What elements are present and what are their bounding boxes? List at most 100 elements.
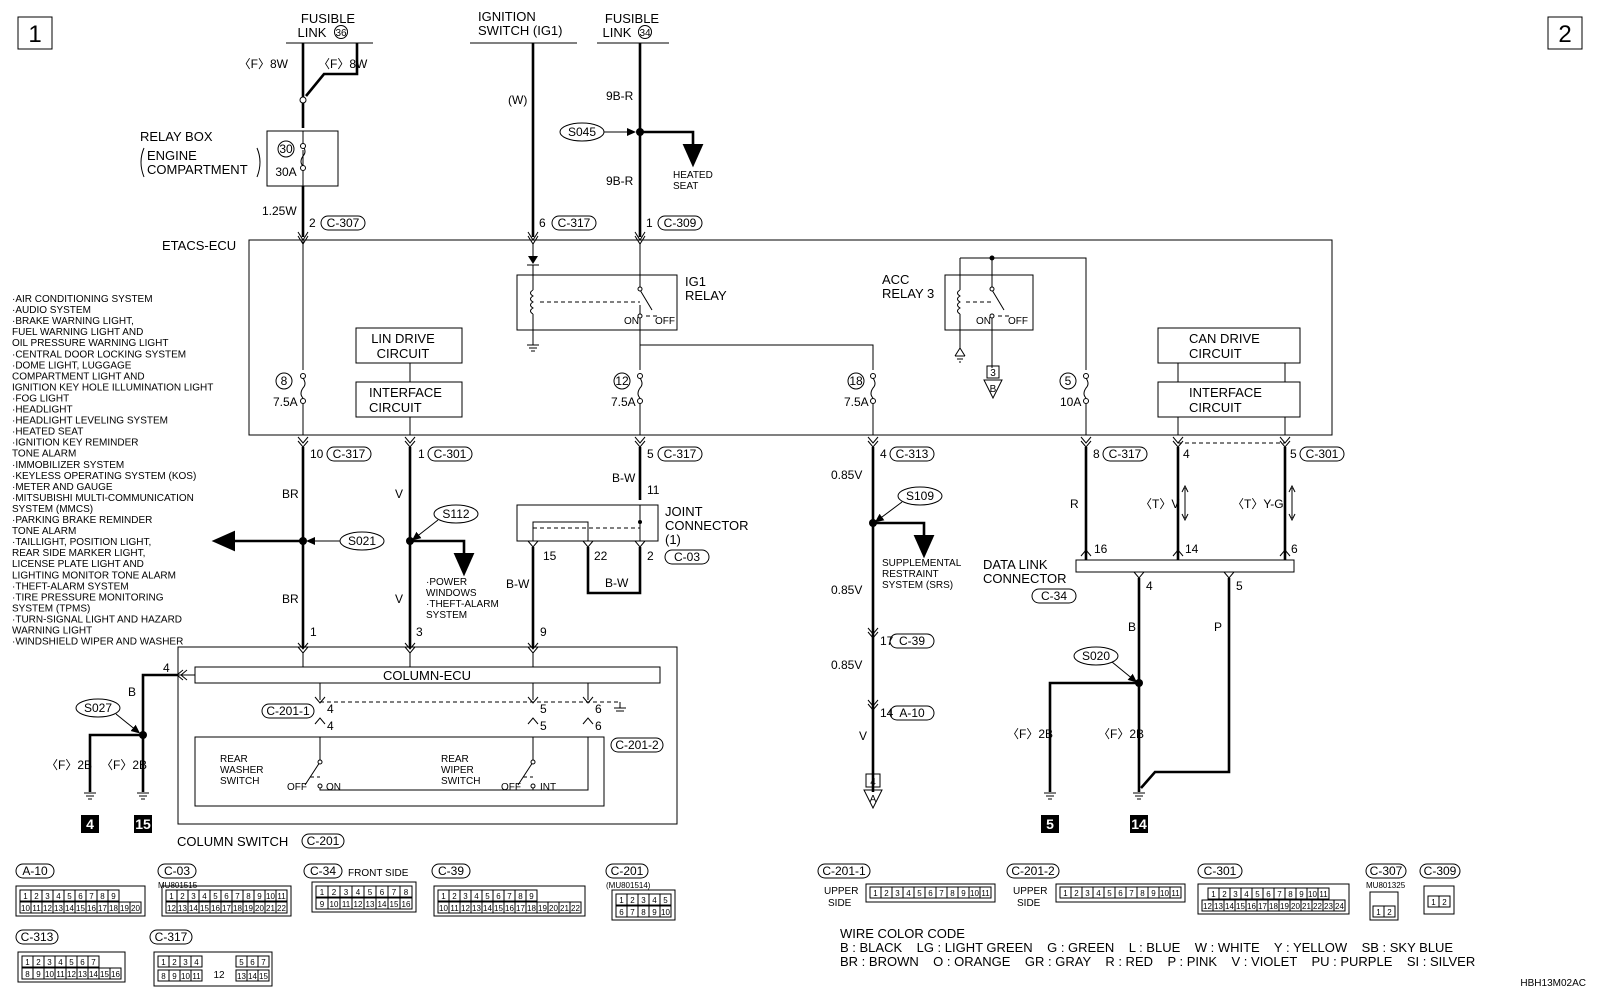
connector-tag-c307: C-307 (320, 215, 366, 231)
A-10-pin: 6 (78, 892, 83, 901)
C-03-pin: 9 (257, 892, 262, 901)
C-201-2-pin: 5 (1107, 889, 1112, 898)
C-301-pin: 13 (1214, 902, 1223, 911)
svg-text:C-39: C-39 (438, 864, 464, 878)
C-313-pin: 12 (67, 970, 76, 979)
system-item: WARNING LIGHT (12, 626, 92, 637)
A-10-pin: 15 (76, 904, 85, 913)
system-item: ·HEATED SEAT (12, 427, 83, 438)
A-10-pin: 8 (100, 892, 105, 901)
svg-text:B: B (990, 384, 997, 395)
svg-text:C-301: C-301 (1204, 864, 1237, 878)
page-number-left: 1 (17, 16, 53, 50)
C-34-pin: 12 (354, 900, 363, 909)
C-34-pin: 6 (380, 888, 385, 897)
svg-text:ETACS-ECU: ETACS-ECU (162, 238, 236, 253)
relay-box: RELAY BOX ENGINE COMPARTMENT 30 30A (140, 129, 339, 187)
system-item: ·MITSUBISHI MULTI-COMMUNICATION (12, 493, 194, 504)
splice-s020: S020 (1073, 646, 1138, 683)
svg-text:INT: INT (540, 782, 556, 793)
wire-color-code: WIRE COLOR CODE B : BLACK LG : LIGHT GRE… (840, 926, 1475, 969)
svg-text:C-317: C-317 (155, 930, 188, 944)
svg-text:C-201-1: C-201-1 (266, 704, 310, 718)
svg-text:2: 2 (309, 216, 316, 230)
svg-text:LINK: LINK (603, 25, 632, 40)
svg-text:6: 6 (595, 719, 602, 733)
svg-text:9B-R: 9B-R (606, 89, 634, 103)
svg-text:(MU801514): (MU801514) (606, 881, 651, 890)
C-03-pin: 14 (189, 904, 198, 913)
system-item: ·CENTRAL DOOR LOCKING SYSTEM (12, 349, 186, 360)
system-item: ·KEYLESS OPERATING SYSTEM (KOS) (12, 471, 196, 482)
svg-text:14: 14 (1131, 816, 1147, 832)
svg-text:〈F〉8W: 〈F〉8W (239, 57, 289, 71)
ig1-relay: ON OFF IG1 RELAY (516, 244, 727, 352)
svg-text:SWITCH: SWITCH (441, 776, 480, 787)
svg-text:4: 4 (870, 777, 876, 788)
C-201-1-pin: 5 (917, 889, 922, 898)
lin-drive-circuit: LIN DRIVE CIRCUIT (355, 327, 463, 364)
C-201-1-pin: 11 (981, 889, 990, 898)
svg-text:B-W: B-W (605, 576, 629, 590)
A-10-pin: 7 (89, 892, 94, 901)
C-201-1-pin: 6 (928, 889, 933, 898)
A-10-pin: 12 (43, 904, 52, 913)
splice-s027: S027 (75, 698, 141, 734)
svg-text:B: B (128, 685, 136, 699)
C-03-pin: 8 (246, 892, 251, 901)
C-313-pin: 15 (100, 970, 109, 979)
svg-text:FRONT SIDE: FRONT SIDE (348, 868, 409, 879)
connector-tag-c03: C-03 (664, 549, 710, 565)
system-item: ·HEADLIGHT (12, 405, 73, 416)
can-drive-circuit: CAN DRIVE CIRCUIT (1157, 327, 1301, 364)
C-39-pin: 18 (527, 904, 536, 913)
svg-text:WASHER: WASHER (220, 765, 264, 776)
svg-text:C-39: C-39 (899, 634, 925, 648)
svg-text:ON: ON (976, 316, 991, 327)
ground-15: 15 (134, 792, 152, 833)
svg-text:C-309: C-309 (1424, 864, 1457, 878)
svg-text:OFF: OFF (501, 782, 521, 793)
svg-text:SYSTEM (SRS): SYSTEM (SRS) (882, 580, 953, 591)
C-34-pin: 4 (356, 888, 361, 897)
c317-pin: 8 (161, 972, 166, 981)
svg-text:〈T〉Y-G: 〈T〉Y-G (1232, 497, 1284, 511)
C-34-pin: 8 (404, 888, 409, 897)
C-34-pin: 9 (320, 900, 325, 909)
system-item: TONE ALARM (12, 449, 76, 460)
fusible-link-34: FUSIBLE LINK 34 (597, 11, 669, 44)
data-link-connector: 16 14 6 DATA LINK CONNECTOR C-34 (983, 542, 1298, 604)
C-313-pin: 10 (45, 970, 54, 979)
svg-text:P: P (1214, 620, 1222, 634)
svg-text:1.25W: 1.25W (262, 204, 297, 218)
svg-text:〈F〉2B: 〈F〉2B (1007, 727, 1053, 741)
C-301-pin: 17 (1258, 902, 1267, 911)
svg-text:0.85V: 0.85V (831, 583, 862, 597)
C-301-pin: 1 (1211, 890, 1216, 899)
C-301-pin: 4 (1244, 890, 1249, 899)
C-34-pin: 1 (320, 888, 325, 897)
c317-pin: 15 (259, 972, 268, 981)
svg-text:5: 5 (1290, 447, 1297, 461)
C-201-1-pin: 3 (895, 889, 900, 898)
C-301-pin: 10 (1308, 890, 1317, 899)
svg-text:S027: S027 (84, 701, 112, 715)
svg-text:CIRCUIT: CIRCUIT (1189, 346, 1242, 361)
svg-text:4: 4 (1183, 447, 1190, 461)
svg-text:JOINT: JOINT (665, 504, 703, 519)
connector-tag-a10: A-10 (889, 705, 935, 721)
svg-text:22: 22 (594, 549, 608, 563)
system-item: TONE ALARM (12, 526, 76, 537)
system-item: ·TIRE PRESSURE MONITORING (12, 592, 164, 603)
C-03-pin: 3 (191, 892, 196, 901)
C-39-pin: 5 (485, 892, 490, 901)
system-list: ·AIR CONDITIONING SYSTEM·AUDIO SYSTEM·BR… (12, 294, 213, 648)
svg-text:CIRCUIT: CIRCUIT (1189, 400, 1242, 415)
C-301-pin: 23 (1324, 902, 1333, 911)
svg-text:6: 6 (539, 216, 546, 230)
svg-text:4: 4 (86, 816, 94, 832)
